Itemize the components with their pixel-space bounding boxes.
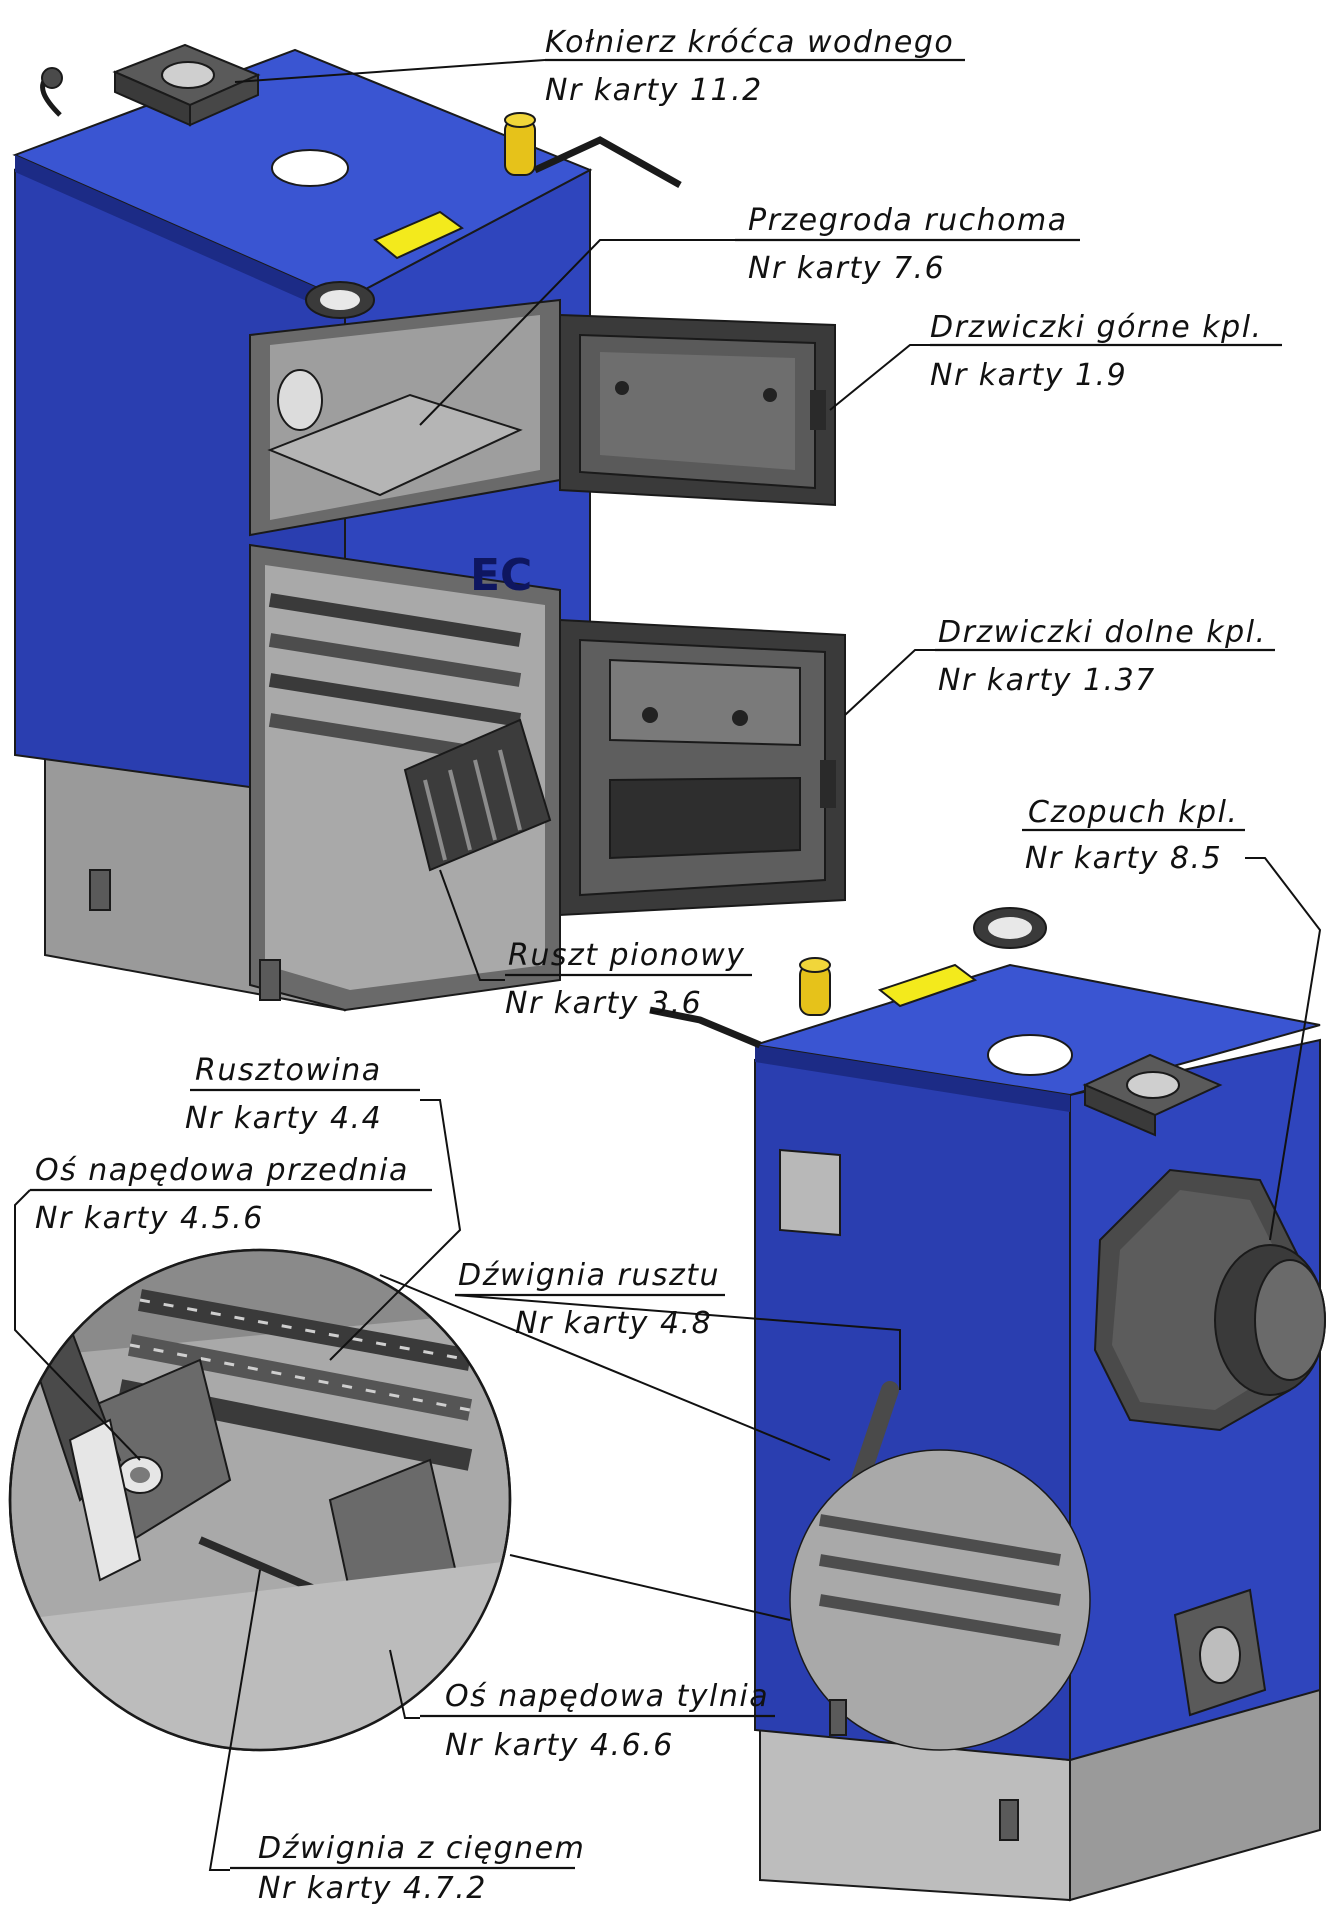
label-dzwignia-rusztu-card: Nr karty 4.8 (515, 1306, 712, 1341)
callout-przegroda: Przegroda ruchoma Nr karty 7.6 (735, 203, 1080, 286)
leader-drzwiczki-gorne (829, 344, 930, 411)
label-ruszt-pionowy-name: Ruszt pionowy (508, 938, 745, 973)
lower-door (559, 618, 846, 917)
water-flange-top (112, 43, 261, 127)
callout-dzwignia-ciegno: Dźwignia z cięgnem Nr karty 4.7.2 (230, 1831, 585, 1906)
label-kolnierz-name: Kołnierz króćca wodnego (545, 25, 954, 60)
label-kolnierz-card: Nr karty 11.2 (545, 73, 763, 108)
callout-dzwignia-rusztu: Dźwignia rusztu Nr karty 4.8 (455, 1258, 725, 1341)
label-drzwiczki-gorne-card: Nr karty 1.9 (930, 358, 1127, 393)
leader-drzwiczki-dolne (844, 649, 935, 716)
movable-baffle (267, 393, 523, 497)
yellow-plate-rear (877, 963, 978, 1008)
zoom-detail (8, 1248, 512, 1752)
leader-rusztowina (329, 1099, 462, 1361)
leader-ruszt-pionowy (439, 869, 505, 981)
label-drzwiczki-dolne-name: Drzwiczki dolne kpl. (938, 615, 1267, 650)
label-os-tylnia-name: Oś napędowa tylnia (445, 1679, 769, 1714)
top-opening (271, 149, 349, 187)
zoom-connector-top (379, 1274, 831, 1461)
label-os-przednia-card: Nr karty 4.5.6 (35, 1201, 264, 1236)
vertical-grate (403, 718, 552, 872)
callout-kolnierz: Kołnierz króćca wodnego Nr karty 11.2 (545, 25, 965, 108)
callout-drzwiczki-gorne: Drzwiczki górne kpl. Nr karty 1.9 (930, 310, 1282, 393)
zoom-connector-bottom (509, 1554, 791, 1621)
rear-side-panel (779, 1148, 841, 1237)
flue-pipe (1093, 1168, 1326, 1432)
brand-text: EC (470, 550, 532, 601)
label-czopuch-name: Czopuch kpl. (1028, 795, 1238, 830)
label-przegroda-card: Nr karty 7.6 (748, 251, 945, 286)
leader-przegroda (419, 239, 735, 426)
valve-handle (533, 136, 682, 189)
rear-top-opening (987, 1034, 1073, 1076)
label-drzwiczki-dolne-card: Nr karty 1.37 (938, 663, 1156, 698)
label-os-przednia-name: Oś napędowa przednia (35, 1153, 409, 1188)
label-ruszt-pionowy-card: Nr karty 3.6 (505, 986, 702, 1021)
label-dzwignia-ciegno-name: Dźwignia z cięgnem (258, 1831, 585, 1866)
label-dzwignia-rusztu-name: Dźwignia rusztu (458, 1258, 720, 1293)
leader-os-tylnia (389, 1649, 420, 1719)
leader-kolnierz (234, 59, 546, 83)
callout-drzwiczki-dolne: Drzwiczki dolne kpl. Nr karty 1.37 (935, 615, 1275, 698)
callout-rusztowina: Rusztowina Nr karty 4.4 (185, 1053, 420, 1136)
label-czopuch-card: Nr karty 8.5 (1025, 841, 1222, 876)
leader-os-przednia (14, 1189, 141, 1461)
rear-boiler (649, 907, 1326, 1902)
front-boiler: EC (12, 43, 846, 1012)
label-drzwiczki-gorne-name: Drzwiczki górne kpl. (930, 310, 1263, 345)
callout-ruszt-pionowy: Ruszt pionowy Nr karty 3.6 (505, 938, 752, 1021)
leader-dzwignia-ciegno (208, 1569, 261, 1871)
label-rusztowina-card: Nr karty 4.4 (185, 1101, 382, 1136)
label-dzwignia-ciegno-card: Nr karty 4.7.2 (258, 1871, 487, 1906)
label-rusztowina-name: Rusztowina (195, 1053, 382, 1088)
front-boiler-top-rim (15, 155, 345, 318)
callout-os-przednia: Oś napędowa przednia Nr karty 4.5.6 (30, 1153, 432, 1236)
upper-door (559, 313, 836, 507)
leader-lines (14, 59, 1322, 1871)
label-przegroda-name: Przegroda ruchoma (748, 203, 1068, 238)
safety-valve (504, 119, 536, 176)
yellow-plate-top (373, 210, 464, 260)
leader-czopuch (1245, 857, 1322, 1241)
callout-os-tylnia: Oś napędowa tylnia Nr karty 4.6.6 (420, 1679, 775, 1763)
label-os-tylnia-card: Nr karty 4.6.6 (445, 1728, 674, 1763)
callout-czopuch: Czopuch kpl. Nr karty 8.5 (1022, 795, 1245, 876)
rear-lower-flange (1173, 1588, 1267, 1717)
water-flange-rear (1082, 1053, 1223, 1137)
leader-dzwignia-rusztu (454, 1294, 901, 1390)
